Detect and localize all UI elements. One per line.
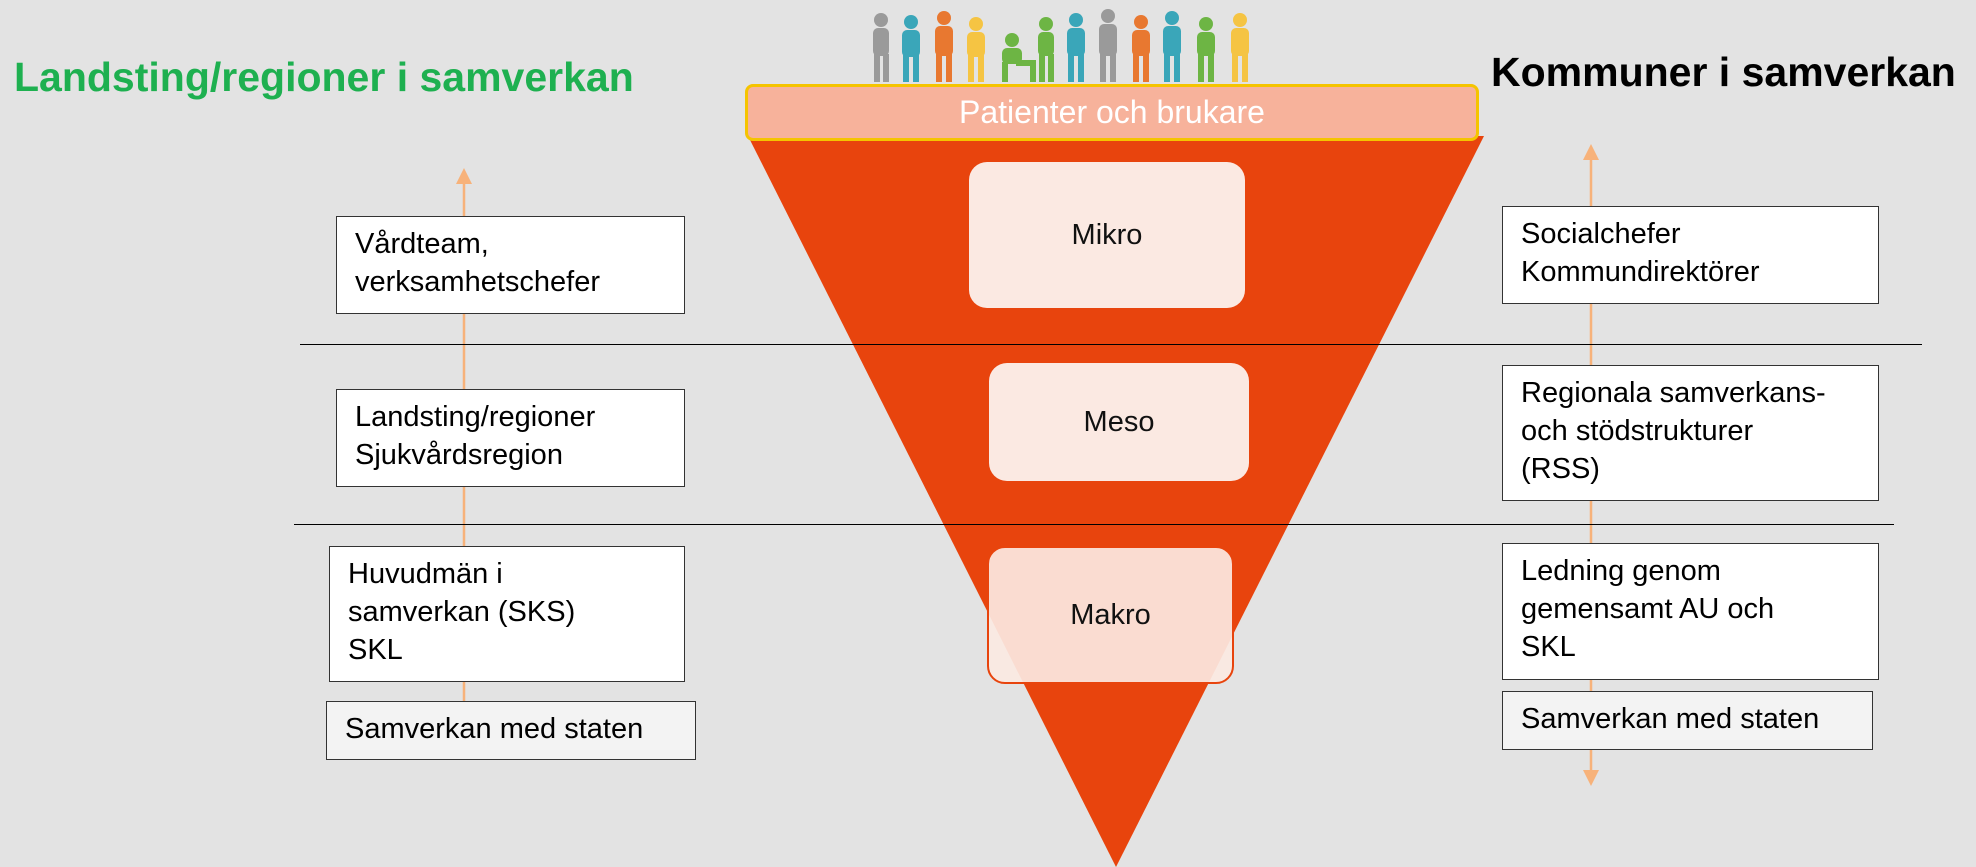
right-box-state: Samverkan med staten <box>1502 691 1873 750</box>
level-mikro: Mikro <box>969 162 1245 308</box>
people-silhouettes-icon <box>873 9 1249 82</box>
heading-right: Kommuner i samverkan <box>1491 49 1956 95</box>
heading-left: Landsting/regioner i samverkan <box>14 54 634 100</box>
left-box-top: Vårdteam, verksamhetschefer <box>336 216 685 314</box>
level-makro: Makro <box>987 546 1234 684</box>
patients-banner: Patienter och brukare <box>745 84 1479 141</box>
left-box-middle: Landsting/regioner Sjukvårdsregion <box>336 389 685 487</box>
right-box-top: Socialchefer Kommundirektörer <box>1502 206 1879 304</box>
inverted-triangle <box>748 136 1484 867</box>
divider-upper <box>300 344 1922 345</box>
right-box-middle: Regionala samverkans- och stödstrukturer… <box>1502 365 1879 501</box>
level-meso: Meso <box>989 363 1249 481</box>
divider-lower <box>294 524 1894 525</box>
left-box-state: Samverkan med staten <box>326 701 696 760</box>
right-box-bottom: Ledning genom gemensamt AU och SKL <box>1502 543 1879 680</box>
left-box-bottom: Huvudmän i samverkan (SKS) SKL <box>329 546 685 682</box>
